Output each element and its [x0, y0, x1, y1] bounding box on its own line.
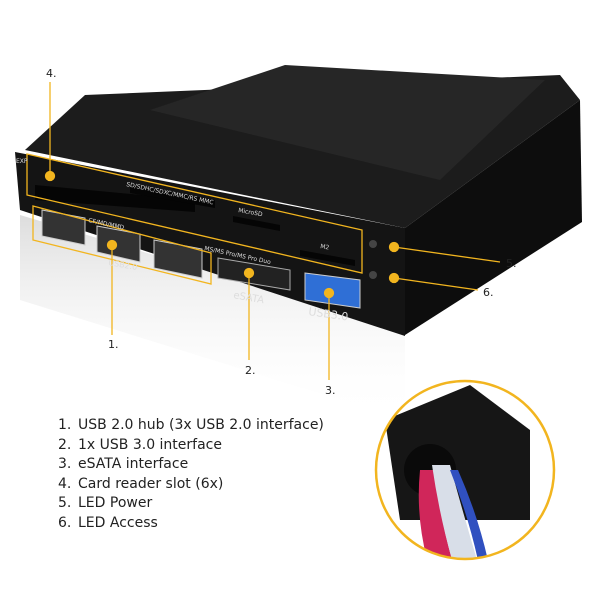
feature-number: 3. — [58, 456, 72, 473]
feature-text: LED Access — [78, 514, 158, 531]
label-usb3: USB3.0 — [308, 305, 349, 323]
feature-text: eSATA interface — [78, 456, 189, 473]
card-slot — [130, 185, 215, 208]
feature-text: Card reader slot (6x) — [78, 475, 224, 492]
feature-list: 1.USB 2.0 hub (3x USB 2.0 interface) 2.1… — [58, 416, 324, 534]
label-m2: M2 — [320, 243, 330, 251]
card-reader-highlight — [26, 153, 363, 274]
feature-item: 3. eSATA interface — [58, 455, 324, 475]
cable-inset — [374, 379, 556, 561]
feature-text: USB 2.0 hub (3x USB 2.0 interface) — [78, 417, 324, 433]
reflection — [20, 215, 405, 420]
callout-4: 4. — [46, 67, 57, 80]
callout-3: 3. — [325, 384, 336, 397]
feature-number: 1. — [58, 417, 72, 433]
usb2-highlight — [32, 205, 212, 285]
feature-item: 2. 1x USB 3.0 interface — [58, 436, 324, 456]
card-slot — [300, 250, 355, 266]
feature-item: 6. LED Access — [58, 514, 324, 534]
usb2-ports — [41, 209, 203, 279]
feature-number: 2. — [58, 436, 72, 453]
card-slot — [35, 185, 195, 212]
led-access — [369, 271, 377, 279]
callout-1: 1. — [108, 338, 119, 351]
feature-text: LED Power — [78, 495, 153, 512]
feature-number: 6. — [58, 514, 72, 531]
feature-number: 4. — [58, 475, 72, 492]
label-microsd: MicroSD — [238, 207, 264, 218]
feature-text: 1x USB 3.0 interface — [78, 436, 222, 453]
feature-item: 4. Card reader slot (6x) — [58, 475, 324, 495]
top-panel — [150, 65, 545, 180]
label-esata: eSATA — [232, 290, 265, 306]
feature-item: 5. LED Power — [58, 494, 324, 514]
label-exp: EXP — [16, 158, 28, 165]
callout-5: 5. — [506, 257, 517, 270]
led-power — [369, 240, 377, 248]
device-side — [405, 100, 582, 335]
feature-number: 5. — [58, 495, 72, 512]
callout-2: 2. — [245, 364, 256, 377]
callout-lines — [44, 82, 501, 380]
callout-6: 6. — [483, 286, 494, 299]
feature-item: 1. USB 2.0 hub (3x USB 2.0 interface) — [58, 416, 324, 436]
card-slot — [233, 216, 280, 231]
